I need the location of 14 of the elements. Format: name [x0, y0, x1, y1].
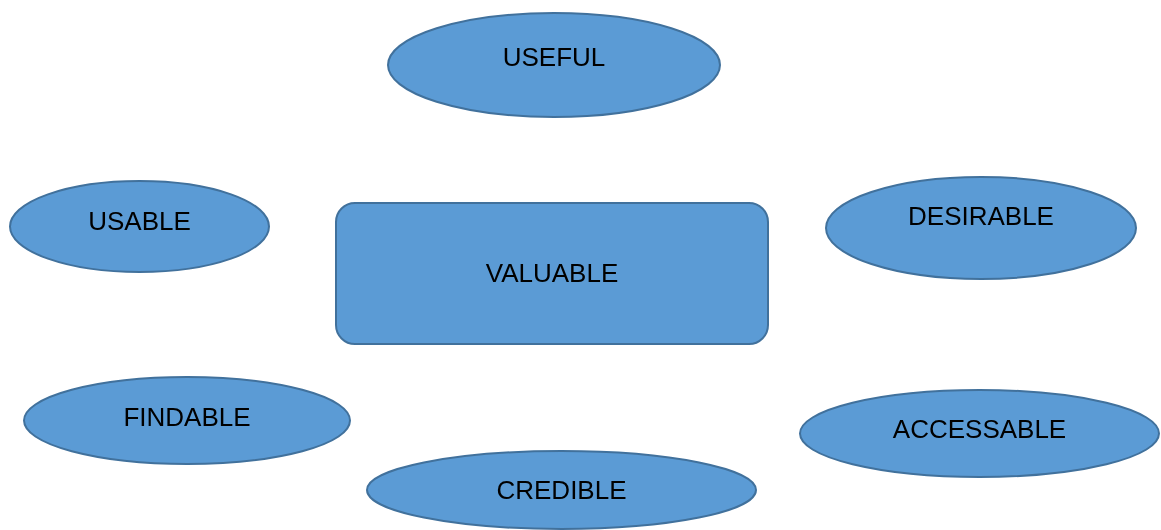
node-label: USEFUL	[502, 41, 606, 73]
oval-node	[366, 450, 757, 530]
node-label: VALUABLE	[485, 258, 619, 289]
node-label: FINDABLE	[123, 402, 251, 433]
node-label: DESIRABLE	[908, 200, 1054, 232]
node-label: ACCESSABLE	[892, 414, 1067, 445]
oval-node	[799, 389, 1160, 478]
oval-node	[387, 12, 721, 118]
node-label: CREDIBLE	[496, 474, 627, 506]
rounded-box	[335, 202, 769, 345]
oval-node	[825, 176, 1137, 280]
oval-node	[9, 180, 270, 273]
node-label: USABLE	[88, 206, 191, 237]
oval-node	[23, 376, 351, 465]
